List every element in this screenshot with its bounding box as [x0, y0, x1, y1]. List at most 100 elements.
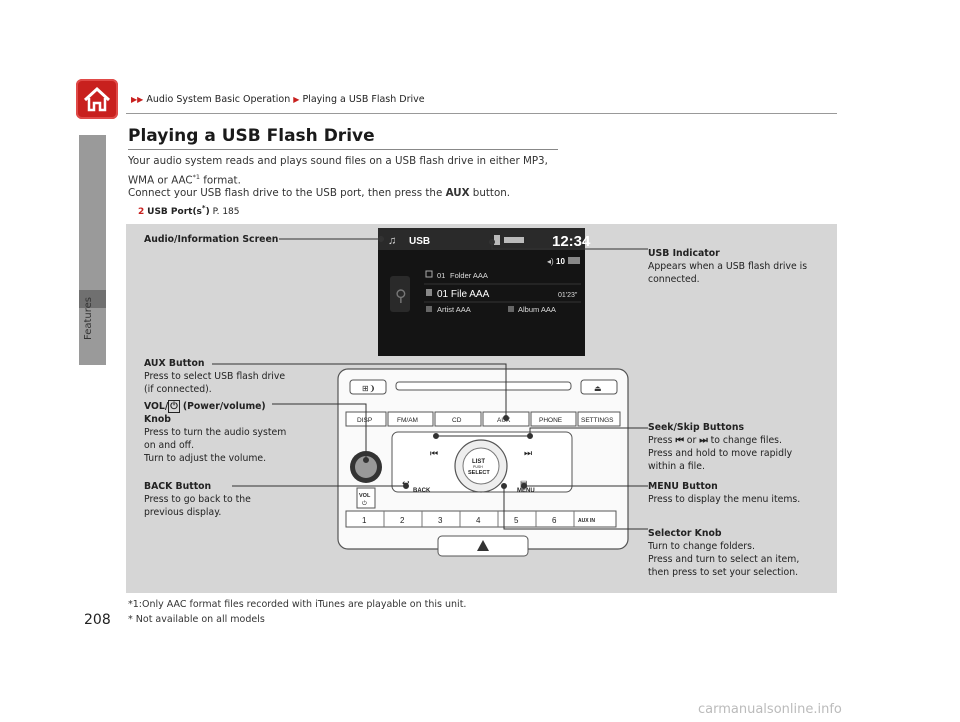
skip-forward-icon: ⏭ [699, 435, 708, 446]
seek-back-icon[interactable]: ⏮ [430, 448, 438, 458]
elapsed-time: 01'23" [558, 292, 578, 299]
callout-title: Selector Knob [648, 528, 722, 539]
aux-in-label: AUX IN [578, 518, 595, 524]
knob-list-label: LIST [472, 459, 485, 465]
callout-text: then press to set your selection. [648, 567, 799, 578]
phone-button[interactable] [530, 411, 577, 427]
speaker-icon: ◂) [547, 257, 554, 266]
callout-text: previous display. [144, 507, 222, 518]
folder-name: Folder AAA [450, 271, 488, 280]
callout-title: Audio/Information Screen [144, 234, 279, 245]
screen-time: 12:34 [552, 233, 591, 250]
vol-label-box [356, 487, 376, 509]
disc-icon: ⊞❩ [362, 384, 375, 393]
settings-label: SETTINGS [581, 417, 614, 424]
preset-6[interactable]: 6 [552, 516, 557, 525]
preset-2[interactable]: 2 [400, 516, 405, 525]
callout-audio-screen: Audio/Information Screen [144, 233, 278, 246]
intro-text: WMA or AAC [128, 174, 193, 187]
callout-seek-skip: Seek/Skip Buttons Press ⏮ or ⏭ to change… [648, 421, 792, 473]
callout-text: Press to select USB flash drive [144, 371, 286, 382]
folder-icon [425, 270, 433, 278]
callout-text: or [683, 435, 700, 446]
preset-5[interactable]: 5 [514, 516, 519, 525]
preset-4[interactable]: 4 [476, 516, 481, 525]
callout-menu-button: MENU Button Press to display the menu it… [648, 480, 800, 506]
side-tab[interactable] [79, 290, 106, 308]
fmam-label: FM/AM [397, 417, 418, 424]
callout-title: MENU Button [648, 481, 718, 492]
phone-label: PHONE [539, 417, 563, 424]
callout-text: Press to go back to the [144, 494, 251, 505]
eject-button[interactable] [580, 379, 618, 395]
callout-text: connected. [648, 274, 700, 285]
callout-usb-indicator: USB Indicator Appears when a USB flash d… [648, 247, 807, 286]
volume-bar [568, 257, 580, 264]
file-icon [426, 289, 432, 296]
back-button[interactable]: BACK [413, 488, 431, 494]
page-title: Playing a USB Flash Drive [128, 126, 375, 146]
callout-text: Press to turn the audio system [144, 427, 287, 438]
preset-row: 1 2 3 4 5 6 AUX IN [345, 510, 617, 528]
vol-label: VOL [359, 493, 371, 499]
callout-text: Appears when a USB flash drive is [648, 261, 808, 272]
callout-aux-button: AUX Button Press to select USB flash dri… [144, 357, 285, 396]
intro-line-1: Your audio system reads and plays sound … [128, 155, 548, 167]
section-label: Features [83, 297, 94, 340]
footnote-aac: *1:Only AAC format files recorded with i… [128, 599, 467, 610]
home-button[interactable] [76, 79, 118, 119]
power-icon: ⏻ [362, 500, 367, 507]
callout-selector-knob: Selector Knob Turn to change folders. Pr… [648, 527, 799, 579]
aux-label: AUX [497, 417, 511, 424]
audio-screen: ♫ USB 12:34 ◂) 10 ⚲ 01 Folder AAA 01 Fil… [378, 228, 591, 356]
vol-title-b: (Power/volume) [179, 401, 266, 412]
callout-text: Turn to change folders. [648, 541, 755, 552]
fmam-button[interactable] [387, 411, 434, 427]
vol-knob-cap[interactable] [355, 456, 377, 478]
eject-left-button[interactable] [349, 379, 387, 395]
hazard-icon [477, 540, 489, 551]
breadcrumb-arrow-icon: ▶▶ [131, 95, 144, 104]
aux-keyword: AUX [445, 187, 470, 199]
usb-symbol-icon [390, 276, 410, 312]
preset-3[interactable]: 3 [438, 516, 443, 525]
breadcrumb-item[interactable]: Playing a USB Flash Drive [302, 94, 425, 105]
menu-button[interactable]: MENU [517, 488, 535, 494]
page-number: 208 [84, 612, 111, 628]
callout-title: AUX Button [144, 358, 205, 369]
intro-text: format. [199, 174, 241, 187]
power-icon: ⏻ [168, 400, 180, 413]
callout-text: Press to display the menu items. [648, 494, 801, 505]
disp-label: DISP [357, 417, 372, 424]
head-unit-panel: ⊞❩ ⏏ DISP FM/AM CD AUX PHONE SETTINGS ⏮ … [337, 368, 629, 557]
callout-vol-knob: VOL/⏻ (Power/volume) Knob Press to turn … [144, 400, 286, 465]
breadcrumb-item[interactable]: Audio System Basic Operation [146, 94, 291, 105]
callout-title: Knob [144, 414, 171, 425]
knob-select-label: SELECT [468, 470, 490, 476]
ref-star: * [201, 204, 206, 212]
callout-text: (if connected). [144, 384, 212, 395]
settings-button[interactable] [577, 411, 621, 427]
callout-lines [212, 236, 648, 530]
cross-reference[interactable]: 2 USB Port(s*) P. 185 [138, 204, 240, 217]
home-icon [83, 86, 111, 112]
callout-title: BACK Button [144, 481, 212, 492]
cd-label: CD [452, 417, 462, 424]
callout-title: Seek/Skip Buttons [648, 422, 744, 433]
callout-text: to change files. [707, 435, 782, 446]
preset-1[interactable]: 1 [362, 516, 367, 525]
breadcrumb: ▶▶ Audio System Basic Operation ▶ Playin… [131, 94, 425, 105]
footnote-ref: *1 [192, 173, 200, 181]
cd-slot [395, 381, 572, 391]
seek-forward-icon[interactable]: ⏭ [524, 448, 532, 458]
selector-knob-center[interactable] [462, 447, 500, 485]
skip-back-icon: ⏮ [675, 435, 684, 446]
music-note-icon: ♫ [388, 235, 396, 247]
figure-panel: ♫ USB 12:34 ◂) 10 ⚲ 01 Folder AAA 01 Fil… [126, 224, 837, 593]
watermark: carmanualsonline.info [698, 702, 842, 717]
reference-arrow-icon: 2 [138, 207, 145, 217]
cd-button[interactable] [434, 411, 482, 427]
vol-title-a: VOL/ [144, 401, 169, 412]
audio-unit-illustration: ♫ USB 12:34 ◂) 10 ⚲ 01 Folder AAA 01 Fil… [212, 228, 648, 557]
screen-source: USB [409, 236, 430, 247]
